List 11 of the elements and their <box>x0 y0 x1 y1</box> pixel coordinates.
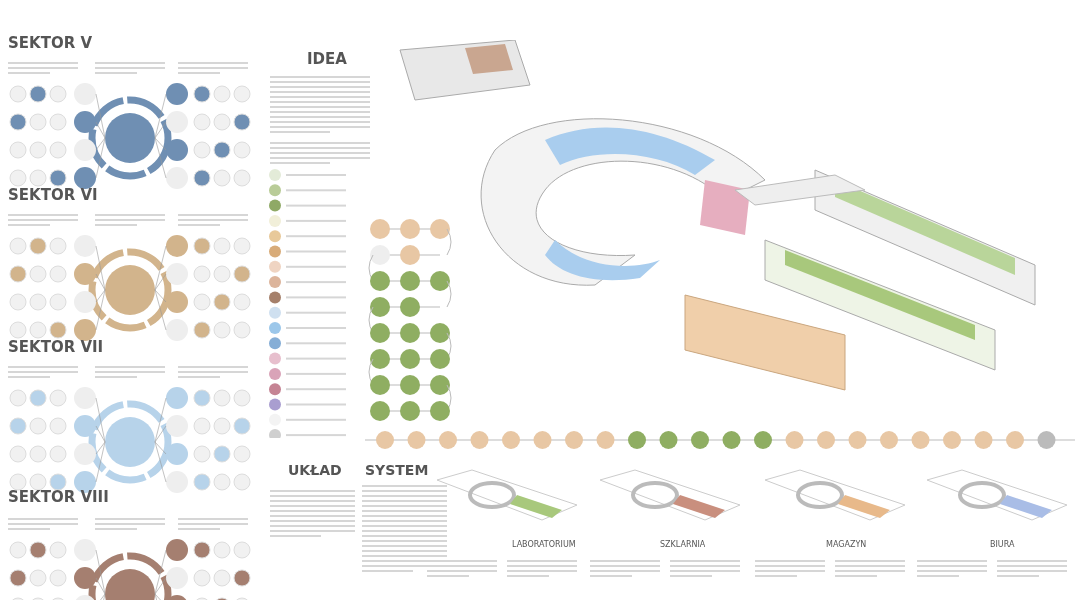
section-heading: SEKTOR VIII <box>8 488 109 506</box>
caption-heading: MAGAZYN <box>826 540 867 549</box>
caption-heading: SZKLARNIA <box>660 540 706 549</box>
section-heading: IDEA <box>307 50 347 68</box>
section-heading: SEKTOR VI <box>8 186 98 204</box>
section-heading: SEKTOR V <box>8 34 93 52</box>
section-heading: UKŁAD <box>288 462 342 478</box>
section-heading: SEKTOR VII <box>8 338 104 356</box>
caption-heading: LABORATORIUM <box>512 540 576 549</box>
caption-heading: BIURA <box>990 540 1015 549</box>
section-heading: SYSTEM <box>365 462 429 478</box>
